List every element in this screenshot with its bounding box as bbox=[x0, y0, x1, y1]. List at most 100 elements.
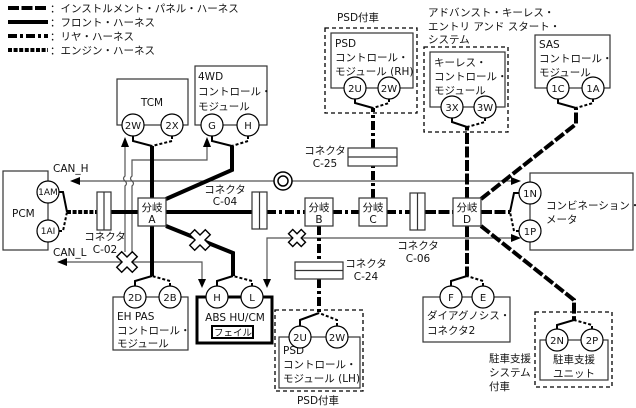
option-label: PSD付車 bbox=[297, 394, 339, 407]
can-l-label: CAN_L bbox=[53, 247, 87, 259]
pin-h bbox=[236, 113, 260, 137]
option-label: システム bbox=[489, 367, 531, 379]
pin-f bbox=[439, 285, 463, 309]
option-group-border bbox=[324, 27, 418, 114]
can-low-wire-to-abs-h bbox=[60, 261, 203, 280]
connector-c04: コネクタ C-04 bbox=[204, 184, 268, 230]
option-label: 駐車支援 bbox=[489, 352, 531, 365]
legend-item-front: ：フロント・ハーネス bbox=[8, 17, 155, 29]
module-label: PCM bbox=[12, 208, 35, 220]
branch-label: 分岐 bbox=[457, 201, 478, 214]
pin-e bbox=[471, 285, 495, 309]
pin-label: 2P bbox=[586, 336, 598, 347]
arrow-up-icon bbox=[121, 137, 129, 147]
legend: ：インストルメント・パネル・ハーネス ：フロント・ハーネス ：リヤ・ハーネス ：… bbox=[8, 3, 239, 57]
module-psd-lh: PSD コントロール・ モジュール (LH) 2U 2W PSD付車 bbox=[274, 309, 364, 407]
pin-label: 2U bbox=[348, 84, 362, 95]
harness-routes bbox=[67, 108, 578, 320]
system-label: エントリ アンド スタート・ bbox=[428, 21, 560, 33]
pin-1n bbox=[518, 181, 542, 205]
pin-label: H bbox=[244, 121, 252, 132]
arrow-down-icon bbox=[198, 279, 206, 288]
connector-label: コネクタ bbox=[397, 240, 439, 252]
branch-d: 分岐 D bbox=[452, 197, 482, 227]
option-group-border bbox=[534, 311, 613, 388]
branch-b: 分岐 B bbox=[304, 197, 334, 227]
pin-label: 1P bbox=[524, 227, 536, 238]
module-label: コネクタ2 bbox=[427, 325, 475, 337]
pin-2b bbox=[158, 285, 182, 309]
option-group-border bbox=[423, 46, 509, 133]
fail-status-badge bbox=[211, 325, 254, 339]
connector-c24: コネクタ C-24 bbox=[294, 258, 387, 283]
branch-label: 分岐 bbox=[309, 201, 330, 214]
system-label: システム bbox=[428, 34, 470, 46]
pin-label: 2U bbox=[293, 333, 307, 344]
connector-label: コネクタ bbox=[345, 258, 387, 270]
can-wires bbox=[57, 137, 521, 288]
module-label: ダイアグノシス・ bbox=[427, 309, 510, 322]
module-label: モジュール bbox=[198, 101, 250, 113]
pin-1c bbox=[546, 76, 570, 100]
can-h-label: CAN_H bbox=[53, 163, 89, 175]
pin-label: H bbox=[213, 293, 221, 304]
system-label: アドバンスト・キーレス・ bbox=[428, 7, 554, 19]
module-label: 4WD bbox=[198, 71, 223, 83]
module-label: SAS bbox=[539, 39, 560, 51]
pin-label: 2B bbox=[163, 293, 176, 304]
connector-label: コネクタ bbox=[204, 184, 246, 196]
pin-label: 2D bbox=[128, 293, 142, 304]
option-label: 付車 bbox=[489, 380, 510, 393]
arrow-right-icon bbox=[511, 234, 521, 242]
module-label: コンビネーション・ bbox=[546, 200, 636, 212]
pin-forks bbox=[59, 99, 594, 329]
pin-1a bbox=[581, 76, 605, 100]
pin-label: 3W bbox=[477, 103, 493, 114]
connector-id: C-04 bbox=[213, 196, 238, 208]
pin-h bbox=[205, 285, 229, 309]
x-mark-icon bbox=[287, 228, 307, 248]
branch-id: B bbox=[315, 214, 322, 226]
pin-2n bbox=[545, 328, 569, 352]
module-sas: SAS コントロール・ モジュール 1C 1A bbox=[534, 34, 613, 100]
legend-label: ：インストルメント・パネル・ハーネス bbox=[50, 3, 239, 15]
pin-label: 3X bbox=[445, 103, 458, 114]
module-tcm: TCM 2W 2X bbox=[116, 78, 189, 137]
branch-id: C bbox=[369, 214, 376, 226]
pin-label: G bbox=[208, 121, 216, 132]
module-label: モジュール (RH) bbox=[335, 66, 414, 78]
connector-c25: コネクタ C-25 bbox=[304, 145, 398, 170]
module-abs: ABS HU/CM フェイル H L bbox=[195, 285, 274, 345]
double-circle-icon bbox=[273, 171, 293, 191]
pin-label: 2W bbox=[125, 121, 141, 132]
legend-item-rear: ：リヤ・ハーネス bbox=[8, 31, 134, 43]
arrow-left-icon bbox=[57, 258, 67, 266]
pin-g bbox=[200, 113, 224, 137]
pin-l bbox=[240, 285, 264, 309]
pin-1p bbox=[518, 219, 542, 243]
legend-item-instrument-panel: ：インストルメント・パネル・ハーネス bbox=[8, 3, 239, 15]
x-mark-icon bbox=[115, 250, 139, 274]
branch-c: 分岐 C bbox=[358, 197, 388, 227]
arrow-left-icon bbox=[70, 177, 80, 185]
harness-a-abs bbox=[165, 224, 235, 276]
harness-d-park bbox=[479, 224, 576, 320]
module-label: モジュール bbox=[117, 338, 169, 350]
module-label: ユニット bbox=[553, 368, 595, 380]
pin-label: 2X bbox=[165, 121, 178, 132]
legend-item-engine: ：エンジン・ハーネス bbox=[8, 45, 155, 57]
option-label: PSD付車 bbox=[337, 11, 379, 24]
legend-label: ：フロント・ハーネス bbox=[50, 17, 155, 29]
module-combination-meter: コンビネーション・ メータ 1N 1P bbox=[518, 172, 636, 251]
pin-label: 1N bbox=[523, 189, 537, 200]
module-pcm: PCM CAN_H CAN_L 1AM 1AI bbox=[2, 163, 89, 259]
module-label: コントロール・ bbox=[335, 52, 409, 64]
connector-c06: コネクタ C-06 bbox=[397, 192, 439, 265]
branch-id: D bbox=[463, 214, 471, 226]
module-label: EH PAS bbox=[117, 311, 155, 323]
connector-id: C-25 bbox=[313, 158, 337, 170]
connector-id: C-06 bbox=[406, 253, 431, 265]
pin-label: 1A bbox=[586, 84, 599, 95]
can-wire-abs-l-to-meter bbox=[266, 237, 512, 280]
pin-2w bbox=[121, 113, 145, 137]
